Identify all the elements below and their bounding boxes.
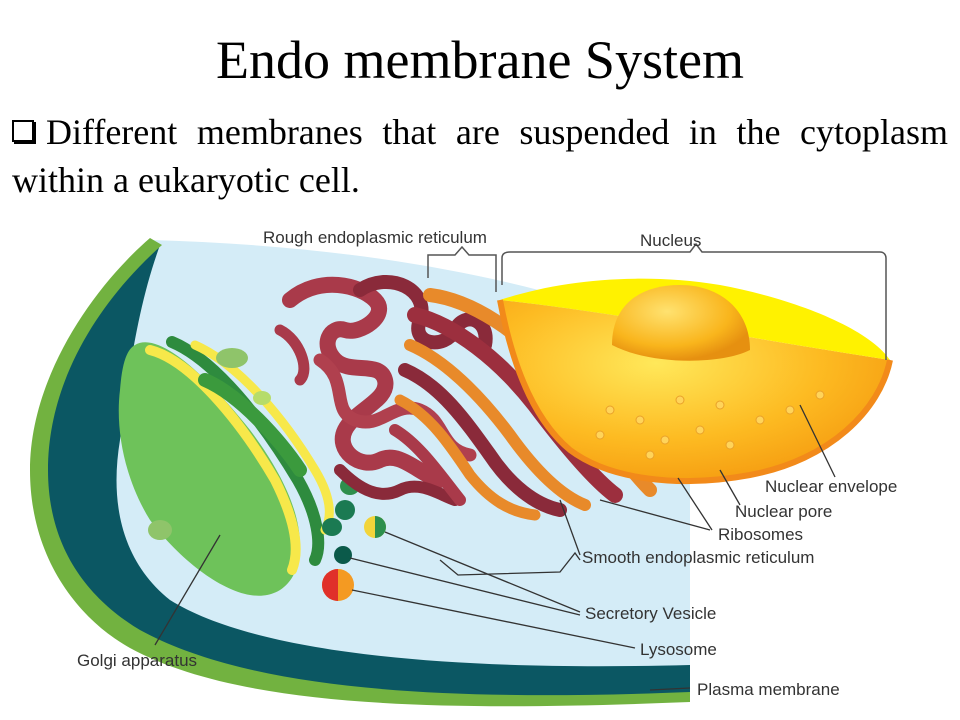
secretory-vesicle-shapes (334, 516, 386, 564)
label-golgi: Golgi apparatus (77, 651, 197, 670)
label-brackets (427, 242, 887, 360)
nucleus-shape (497, 278, 893, 484)
label-secretory-vesicle: Secretory Vesicle (585, 604, 716, 623)
label-smooth-er: Smooth endoplasmic reticulum (582, 548, 814, 567)
label-lysosome: Lysosome (640, 640, 717, 659)
label-ribosomes: Ribosomes (718, 525, 803, 544)
lysosome-shape (322, 569, 354, 601)
label-nucleus: Nucleus (640, 231, 701, 250)
label-plasma-membrane: Plasma membrane (697, 680, 840, 699)
label-nuclear-envelope: Nuclear envelope (765, 477, 897, 496)
bullet-text: Different membranes that are suspended i… (12, 112, 948, 200)
checkbox-bullet-icon (12, 120, 34, 142)
golgi-shape (118, 336, 360, 596)
bullet-point: Different membranes that are suspended i… (12, 108, 948, 204)
label-rough-er: Rough endoplasmic reticulum (263, 228, 487, 247)
endomembrane-diagram: Rough endoplasmic reticulum Nucleus Nucl… (30, 228, 897, 707)
label-nuclear-pore: Nuclear pore (735, 502, 832, 521)
leader-lines (154, 404, 836, 691)
slide-title: Endo membrane System (216, 30, 744, 90)
